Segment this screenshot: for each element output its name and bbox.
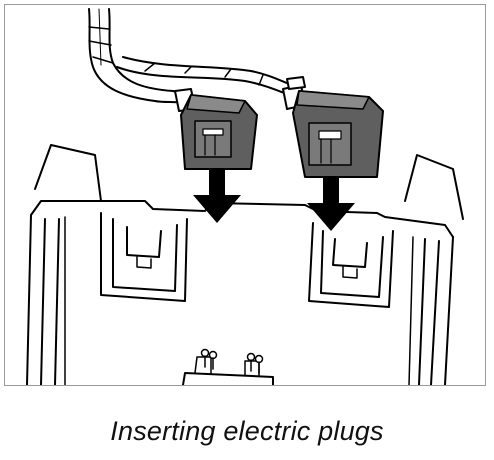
figure-caption: Inserting electric plugs: [110, 416, 384, 446]
illustration-frame: [4, 4, 486, 386]
terminal-pin-right: [246, 352, 264, 374]
module-housing: [26, 144, 464, 385]
electric-plug-left: [180, 94, 258, 170]
down-arrow-icon: [307, 177, 355, 231]
connector-socket-left: [100, 212, 188, 302]
terminal-pin-left: [200, 348, 218, 370]
plug-installation-illustration: [26, 8, 464, 385]
down-arrow-icon: [193, 169, 241, 223]
electric-plug-right: [292, 90, 384, 178]
connector-socket-right: [308, 222, 394, 308]
